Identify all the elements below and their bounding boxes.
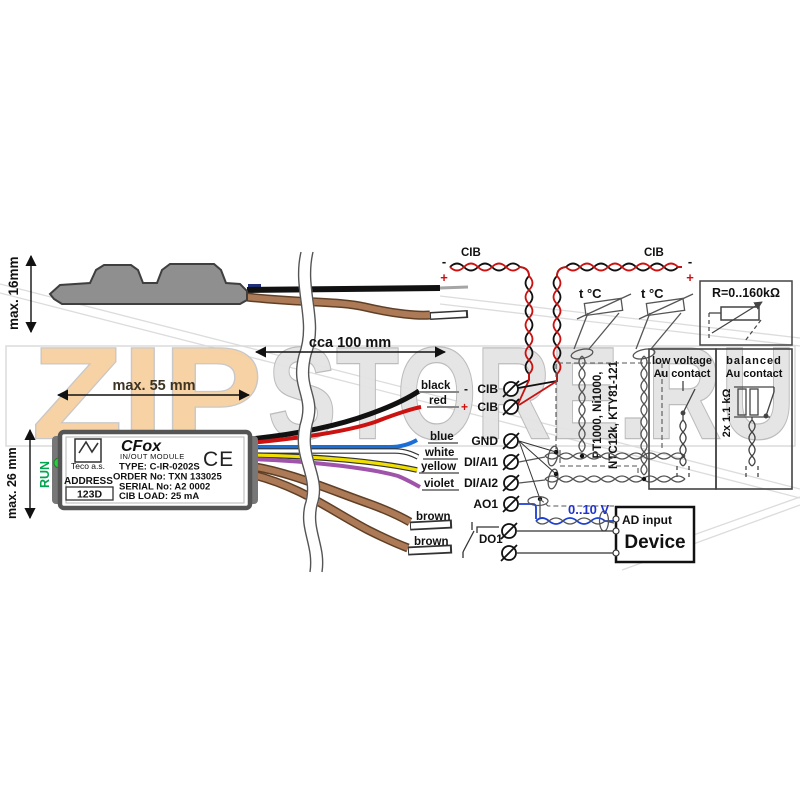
sensor-types-line1: PT1000, Ni1000, [592, 372, 604, 459]
terminal-ao1: AO1 [473, 497, 498, 511]
low-voltage-label-1: low voltage [652, 355, 712, 367]
wire-label-blue: blue [430, 431, 454, 443]
do1-output: DO1 [462, 522, 613, 558]
wire-red [249, 405, 422, 445]
do1-label: DO1 [479, 534, 503, 546]
wire-label-white: white [424, 447, 454, 459]
teco-logo-icon [74, 438, 102, 463]
module-type: TYPE: C-IR-0202S [119, 462, 200, 473]
bus-minus-right: - [688, 254, 692, 269]
side-wire-blue-stub [248, 284, 261, 289]
resistor-range-box: R=0..160kΩ [699, 280, 793, 346]
dim-side-height: max. 16mm [6, 256, 21, 330]
module-name: CFox [121, 438, 162, 455]
bus-plus-left: + [440, 270, 448, 285]
terminal-gnd: GND [471, 434, 498, 448]
side-wire-black [246, 285, 441, 293]
device-input-label: AD input [622, 513, 672, 527]
cib-bus: CIB CIB - + - + [440, 247, 694, 406]
side-wire-brown [246, 294, 431, 319]
device-terminal [612, 515, 620, 523]
wire-labels: black red blue white yellow violet brown… [414, 380, 459, 548]
module-brand: Teco a.s. [71, 461, 105, 471]
temperature-sensors: t °C t °C PT1000, Ni1000, NTC12k, KTY81-… [570, 286, 694, 476]
sensor2-label: t °C [641, 286, 664, 301]
module-address-label: ADDRESS [64, 476, 113, 487]
analog-output: 0..10 V [519, 495, 615, 532]
balanced-contact-symbol [734, 386, 775, 480]
terminal-screws [500, 380, 520, 562]
cable-break [295, 250, 324, 573]
wire-brown-2 [249, 471, 410, 551]
wire-label-red: red [429, 395, 447, 407]
module-front-view: Teco a.s. ADDRESS 123D CFox IN/OUT MODUL… [38, 429, 258, 511]
dim-cable-length: cca 100 mm [309, 335, 391, 351]
balanced-label-1: balanced [726, 355, 782, 367]
signal-range-label: 0..10 V [568, 502, 610, 517]
input-pairs [518, 362, 686, 502]
bus-plus-right: + [686, 270, 694, 285]
terminal-plus-sign: + [461, 400, 468, 414]
wire-label-brown-1: brown [416, 511, 451, 523]
terminal-cib-plus: CIB [477, 400, 498, 414]
wire-label-brown-2: brown [414, 536, 449, 548]
wire-bundle [248, 388, 453, 556]
module-serial: SERIAL No: A2 0002 [119, 482, 210, 493]
wire-label-black: black [421, 380, 451, 392]
balanced-label-2: Au contact [726, 368, 783, 380]
device-name: Device [624, 532, 685, 553]
terminal-minus-sign: - [464, 382, 468, 396]
dim-module-width: max. 55 mm [112, 378, 195, 394]
terminals: - CIB + CIB GND DI/AI1 DI/AI2 AO1 [461, 380, 520, 562]
wire-violet [249, 457, 421, 489]
module-side-profile [48, 263, 248, 305]
dim-module-height: max. 26 mm [5, 447, 19, 519]
bus-cib-label-right: CIB [644, 247, 664, 259]
low-voltage-contact-symbol [676, 381, 696, 480]
wire-white [250, 449, 419, 459]
sensor1-label: t °C [579, 286, 602, 301]
balanced-resistors-label: 2x 1.1 kΩ [721, 389, 733, 438]
device-box: AD input Device [612, 505, 696, 564]
low-voltage-label-2: Au contact [654, 368, 711, 380]
module-side-view [48, 263, 469, 320]
ce-mark-icon: CE [203, 448, 234, 471]
bus-minus-left: - [442, 254, 446, 269]
resistor-range-label: R=0..160kΩ [712, 286, 780, 300]
sensor-types-line2: NTC12k, KTY81-121 [608, 360, 620, 469]
module-order: ORDER No: TXN 133025 [113, 472, 222, 483]
device-terminal [612, 549, 620, 557]
wire-label-violet: violet [424, 478, 454, 490]
terminal-cib-minus: CIB [477, 382, 498, 396]
module-load: CIB LOAD: 25 mA [119, 491, 199, 502]
module-address-value: 123D [77, 489, 103, 501]
wire-label-yellow: yellow [421, 461, 456, 473]
device-terminal [612, 527, 620, 535]
run-label: RUN [38, 461, 52, 488]
terminal-di-ai1: DI/AI1 [464, 455, 498, 469]
bus-cib-label-left: CIB [461, 247, 481, 259]
contact-boxes: low voltage Au contact balanced Au conta… [648, 348, 793, 490]
wire-yellow [249, 453, 418, 472]
terminal-di-ai2: DI/AI2 [464, 476, 498, 490]
wire-brown-1 [249, 463, 412, 525]
dashed-option-lines [555, 362, 663, 477]
dimensions: max. 16mm cca 100 mm max. 55 mm max. 26 … [5, 254, 447, 520]
module-subtitle: IN/OUT MODULE [120, 452, 185, 461]
wire-blue [250, 438, 418, 449]
wire-black [249, 388, 421, 442]
